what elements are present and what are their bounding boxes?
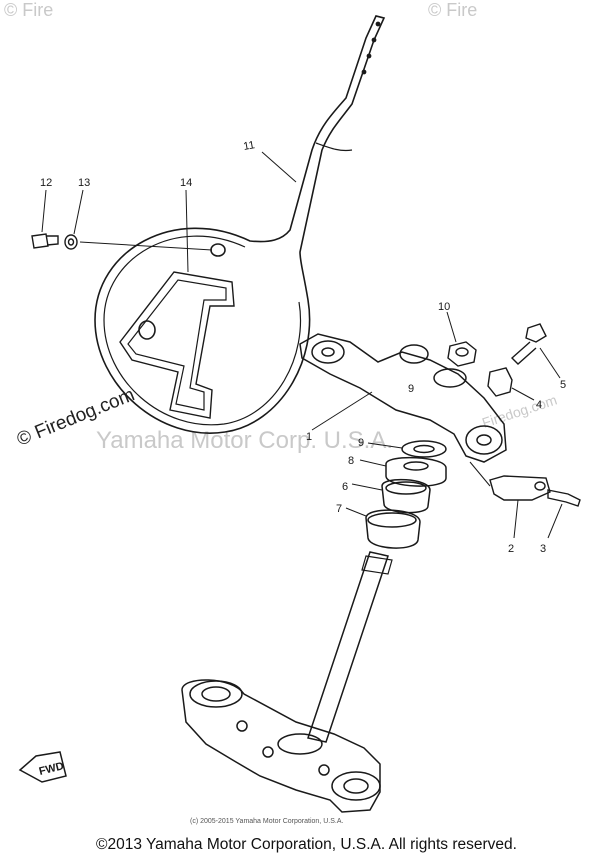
bracket-right-clamp bbox=[465, 425, 503, 455]
lower-clamp-left-bore bbox=[189, 680, 243, 708]
nut-part-10 bbox=[446, 311, 477, 367]
plate-hole bbox=[138, 320, 156, 340]
stem-shaft bbox=[307, 551, 389, 743]
part-labels: 1 2 3 4 5 6 7 8 9 9 10 11 12 13 14 bbox=[40, 139, 566, 555]
source-credit: (c) 2005-2015 Yamaha Motor Corporation, … bbox=[190, 818, 344, 825]
part-6-leader bbox=[351, 483, 383, 491]
number-plate-rim bbox=[103, 235, 302, 426]
part-8-leader bbox=[359, 459, 387, 467]
watermark-corner-right: © Fire bbox=[428, 0, 477, 20]
upper-bracket-body bbox=[299, 333, 507, 463]
part-label-3: 3 bbox=[540, 543, 546, 555]
part-label-4: 4 bbox=[536, 399, 542, 411]
bearing-part-6-top bbox=[385, 481, 427, 495]
bracket-left-clamp bbox=[311, 340, 345, 364]
fwd-arrow bbox=[18, 751, 67, 783]
fwd-badge: FWD bbox=[18, 751, 67, 783]
lower-clamp-bolt-1 bbox=[236, 720, 248, 732]
plate-number-one-inner bbox=[127, 279, 227, 411]
fwd-label: FWD bbox=[38, 760, 65, 778]
bolt-part-3 bbox=[547, 489, 581, 539]
watermark-center: Yamaha Motor Corp. U.S.A. bbox=[96, 427, 393, 454]
lower-clamp-bolt-2 bbox=[262, 746, 274, 758]
steering-stem bbox=[181, 551, 393, 813]
part-1-leader bbox=[311, 391, 373, 431]
part-label-7: 7 bbox=[336, 503, 342, 515]
lower-clamp-bolt-3 bbox=[318, 764, 330, 776]
bolt-part-5 bbox=[510, 323, 561, 379]
clamp-part-4 bbox=[487, 367, 535, 401]
part-label-11: 11 bbox=[242, 139, 255, 153]
bracket-left-bore bbox=[321, 347, 335, 357]
watermark-corner-left: © Fire bbox=[4, 0, 53, 20]
ring-part-9 bbox=[401, 440, 447, 458]
washer-to-plate-line bbox=[79, 241, 213, 251]
plate-grommet bbox=[210, 243, 226, 257]
bearing-part-7-top bbox=[367, 512, 417, 528]
screw-and-washer bbox=[31, 233, 213, 251]
part-label-2: 2 bbox=[508, 543, 514, 555]
bracket-center-boss bbox=[399, 344, 429, 364]
part-label-5: 5 bbox=[560, 379, 566, 391]
bracket-right-bore bbox=[476, 434, 492, 446]
screw-part-12 bbox=[31, 233, 59, 249]
part-label-13: 13 bbox=[78, 177, 90, 189]
bracket-center-hole bbox=[433, 368, 467, 388]
number-plate-outline bbox=[94, 15, 386, 434]
number-plate bbox=[94, 15, 386, 434]
footer-copyright: ©2013 Yamaha Motor Corporation, U.S.A. A… bbox=[96, 836, 517, 853]
stem-thread bbox=[361, 555, 393, 575]
plate-number-one-outer bbox=[119, 271, 235, 419]
part-label-6: 6 bbox=[342, 481, 348, 493]
clamp-part-2 bbox=[469, 461, 551, 539]
part-label-9-bracket: 9 bbox=[408, 383, 414, 395]
ring-part-8-inner bbox=[403, 461, 429, 471]
strap-hole-1 bbox=[375, 21, 381, 27]
strap-hole-2 bbox=[371, 37, 377, 43]
watermark-site-right: Firedog.com bbox=[480, 392, 559, 431]
strap-hole-3 bbox=[366, 53, 372, 59]
watermark-layer: © Fire © Fire Yamaha Motor Corp. U.S.A. … bbox=[4, 0, 559, 454]
part-9-leader bbox=[367, 442, 403, 449]
bearing-stack bbox=[345, 440, 447, 549]
part-label-12: 12 bbox=[40, 177, 52, 189]
mounting-strap-fold bbox=[315, 142, 353, 152]
washer-part-13 bbox=[64, 234, 78, 250]
lower-clamp-right-bore bbox=[331, 771, 381, 801]
part-label-8: 8 bbox=[348, 455, 354, 467]
lower-clamp-right-bore-inner bbox=[343, 778, 369, 794]
lower-clamp-center-boss bbox=[277, 733, 323, 755]
ring-part-9-inner bbox=[413, 444, 435, 454]
bearing-part-7 bbox=[365, 509, 421, 549]
lower-clamp-left-bore-inner bbox=[201, 686, 231, 702]
lower-triple-clamp bbox=[181, 679, 381, 813]
part-label-9: 9 bbox=[358, 437, 364, 449]
part-label-14: 14 bbox=[180, 177, 192, 189]
part-label-1: 1 bbox=[306, 431, 312, 443]
upper-bracket bbox=[299, 333, 507, 463]
washer-hole bbox=[67, 238, 75, 246]
strap-hole-4 bbox=[361, 69, 367, 75]
part-7-leader bbox=[345, 507, 367, 517]
label-leaders bbox=[41, 151, 297, 273]
part-label-10: 10 bbox=[438, 301, 450, 313]
